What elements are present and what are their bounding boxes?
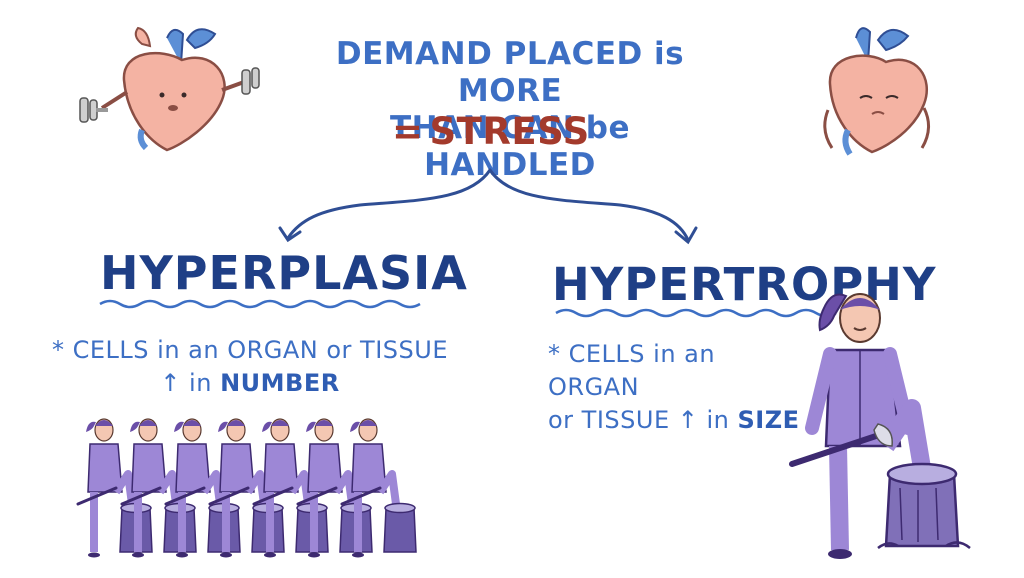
lumberjack-figure — [340, 418, 417, 558]
hyperplasia-description: * CELLS in an ORGAN or TISSUE ↑ in NUMBE… — [50, 334, 450, 400]
size-emphasis: SIZE — [737, 406, 800, 434]
headline-line-1: DEMAND PLACED is MORE — [335, 36, 685, 109]
hyperplasia-figures — [76, 418, 417, 558]
hypertrophy-figure — [789, 293, 971, 559]
up-arrow-in: ↑ in — [160, 369, 212, 397]
hypertrophy-desc-line-2: or TISSUE ↑ in SIZE — [548, 404, 808, 437]
hypertrophy-underline — [555, 308, 837, 318]
stress-line: =STRESS — [392, 110, 590, 153]
hypertrophy-description: * CELLS in an ORGAN or TISSUE ↑ in SIZE — [548, 338, 808, 437]
number-emphasis: NUMBER — [220, 369, 340, 397]
hyperplasia-underline — [99, 299, 421, 309]
tissue-up-in: or TISSUE ↑ in — [548, 406, 730, 434]
headline: DEMAND PLACED is MORE THAN CAN be HANDLE… — [300, 36, 720, 184]
hyperplasia-title: HYPERPLASIA — [100, 246, 468, 300]
branch-arrow-right — [488, 168, 690, 242]
lumberjack-figure — [76, 418, 153, 558]
arrowhead-left — [278, 226, 302, 243]
stress-word: STRESS — [429, 110, 590, 153]
hyperplasia-desc-line-1: * CELLS in an ORGAN or TISSUE — [52, 336, 448, 364]
arrowhead-right — [674, 226, 698, 245]
hypertrophy-desc-line-1: * CELLS in an ORGAN — [548, 340, 716, 401]
lumberjack-figure — [208, 418, 285, 558]
headline-line-2: THAN CAN be HANDLED — [389, 110, 630, 183]
hyperplasia-desc-line-2: ↑ in NUMBER — [50, 367, 450, 400]
tired-heart-icon — [823, 27, 930, 156]
heart-lifting-weights-icon — [79, 26, 260, 152]
equals-sign: = — [392, 110, 424, 153]
branch-arrow-left — [286, 168, 492, 240]
